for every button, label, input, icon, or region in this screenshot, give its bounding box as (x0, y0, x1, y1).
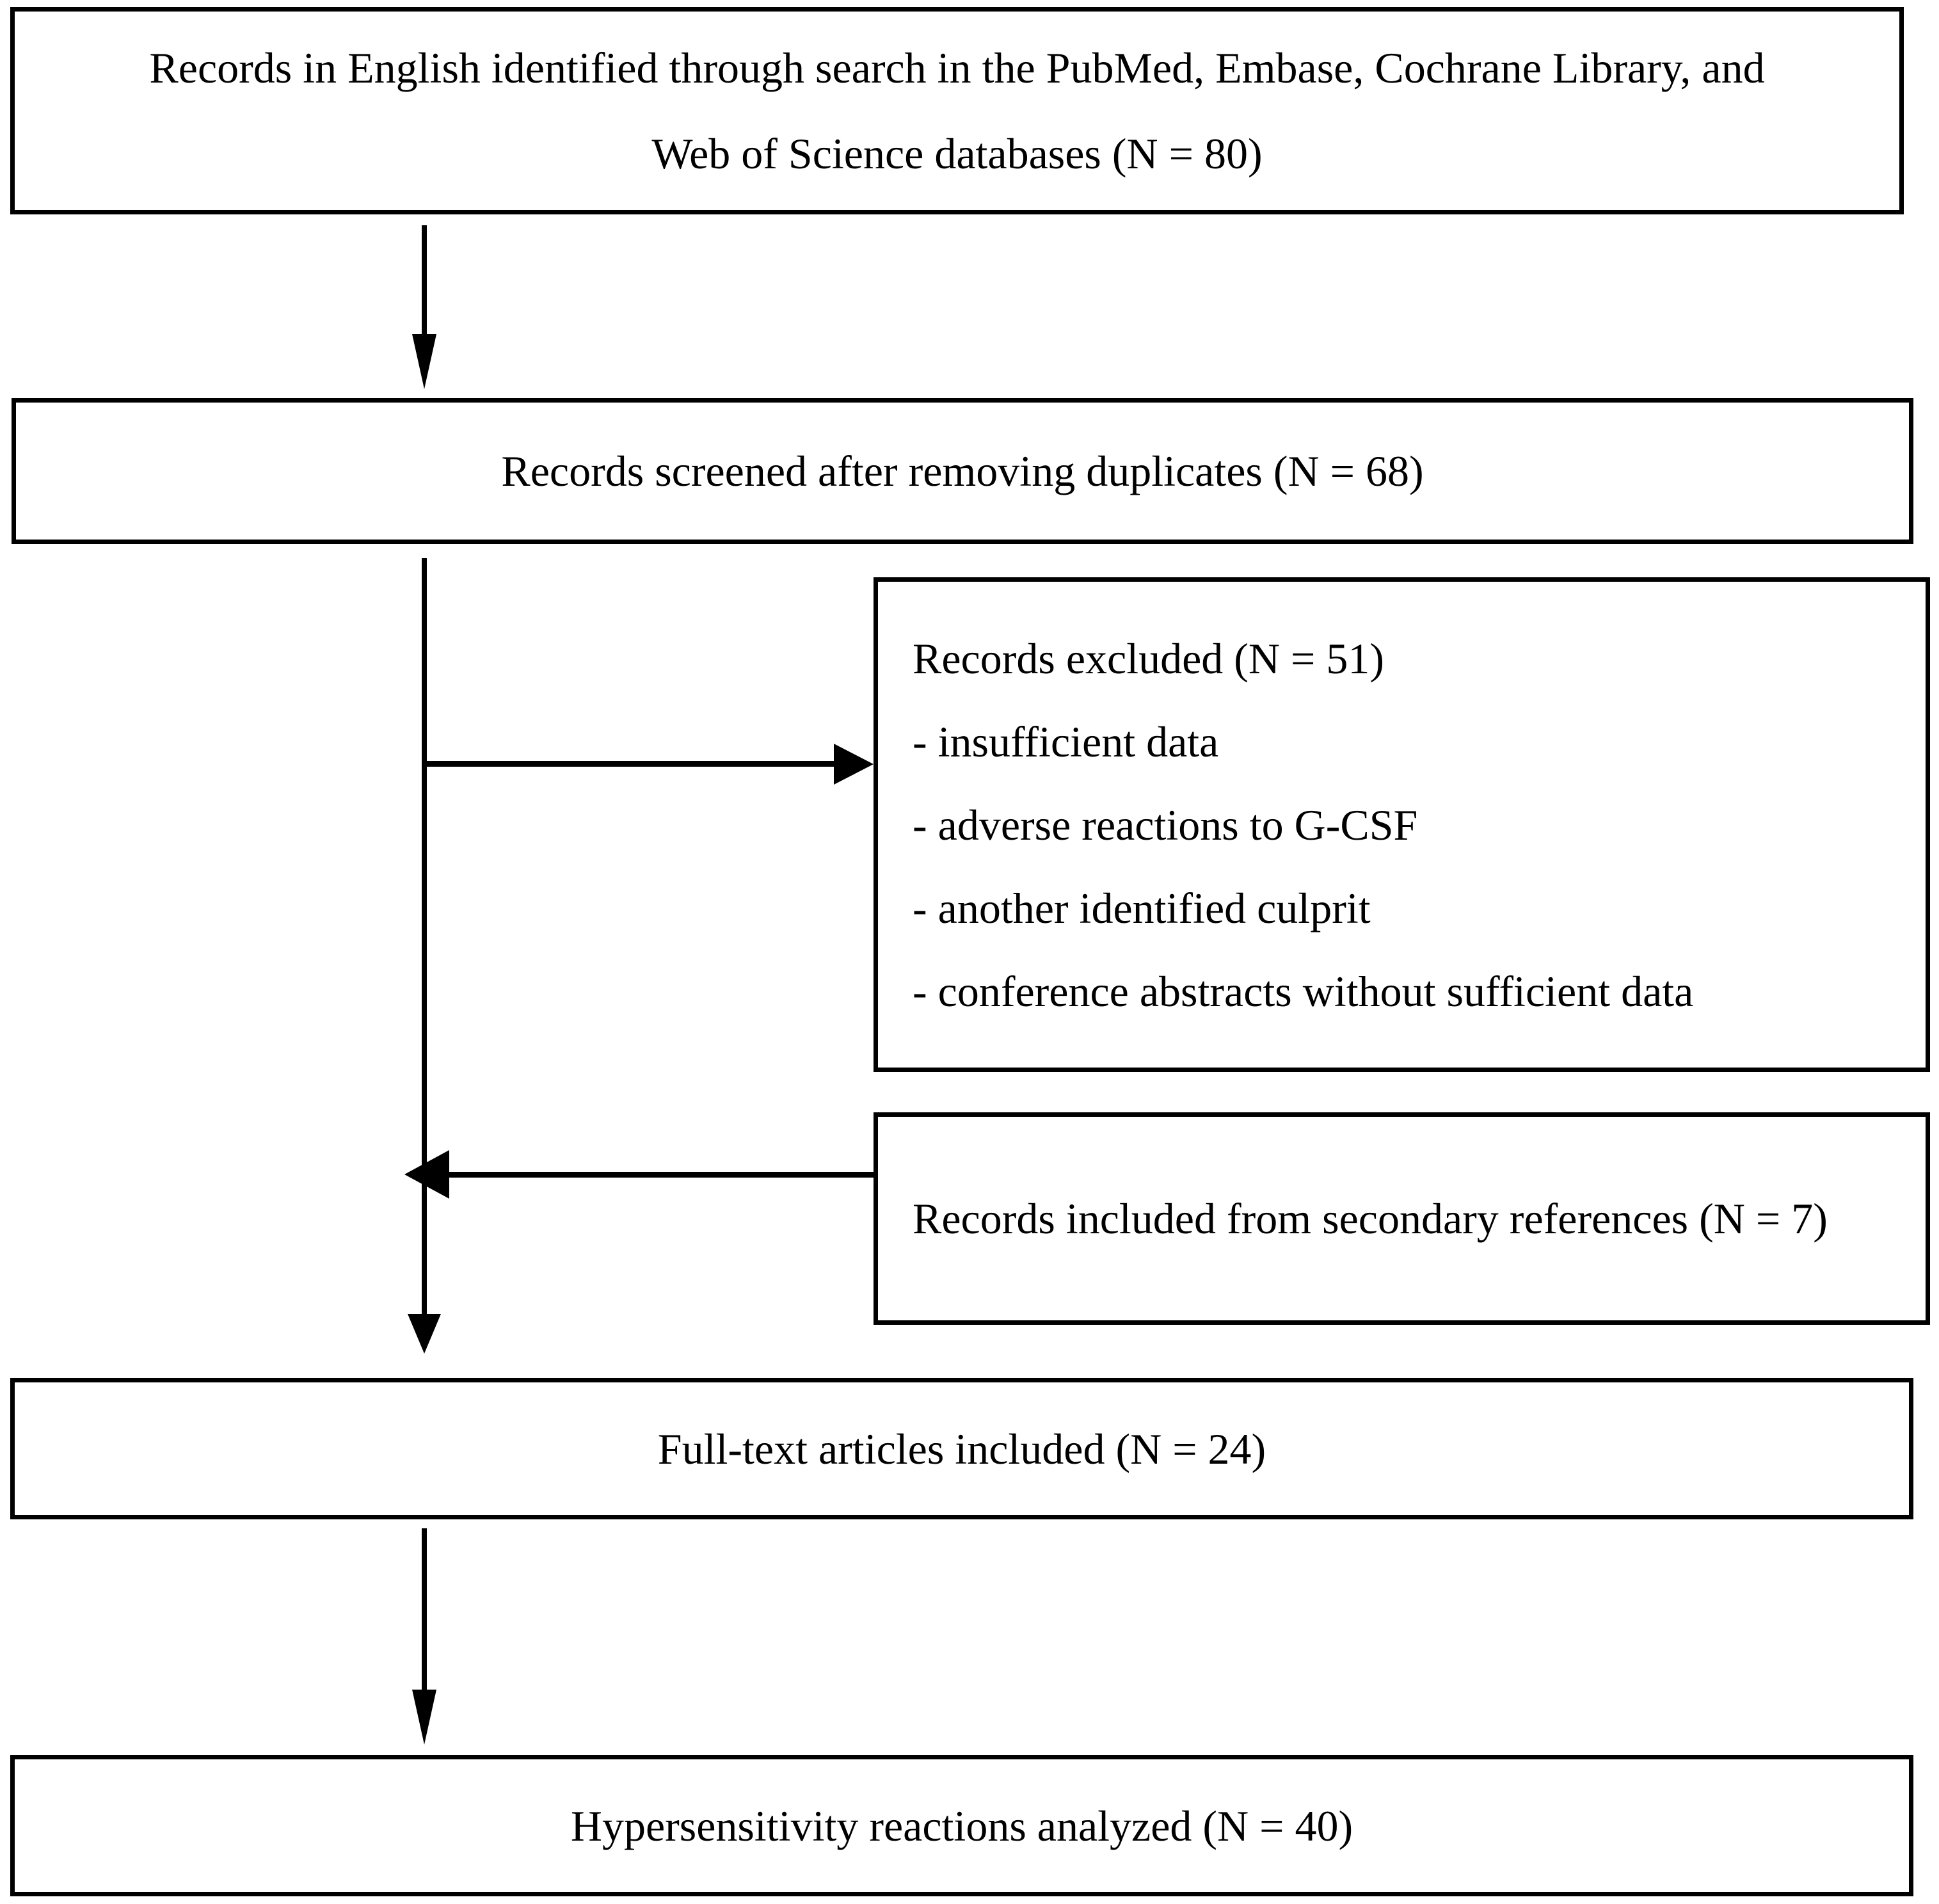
connector-fulltext-to-analyzed-arrowhead (412, 1690, 436, 1745)
box-hypersensitivity-reactions-analyzed-line-1: Hypersensitivity reactions analyzed (N =… (570, 1801, 1353, 1850)
box-records-secondary-references-line-1: Records included from secondary referenc… (913, 1194, 1828, 1243)
box-records-secondary-references: Records included from secondary referenc… (874, 1112, 1930, 1325)
connector-identified-to-screened-line (422, 225, 427, 353)
box-records-excluded-heading: Records excluded (N = 51) (913, 634, 1385, 683)
box-records-identified-line-2: Web of Science databases (N = 80) (651, 129, 1263, 178)
box-records-identified-line-1: Records in English identified through se… (149, 44, 1765, 92)
main-spine-line (422, 558, 427, 1326)
box-records-excluded: Records excluded (N = 51) - insufficient… (874, 577, 1930, 1072)
box-records-screened-line-1: Records screened after removing duplicat… (501, 447, 1424, 495)
box-records-excluded-reason-4: - conference abstracts without sufficien… (913, 966, 1694, 1016)
box-fulltext-articles-included-line-1: Full-text articles included (N = 24) (657, 1424, 1266, 1473)
connector-screened-to-excluded-line (424, 761, 837, 767)
box-records-identified: Records in English identified through se… (10, 7, 1904, 214)
main-spine-arrowhead (408, 1314, 441, 1354)
connector-secondary-to-spine-arrowhead (404, 1150, 449, 1199)
box-records-screened: Records screened after removing duplicat… (12, 398, 1913, 544)
connector-screened-to-excluded-arrowhead (834, 744, 874, 785)
box-records-excluded-reason-3: - another identified culprit (913, 883, 1371, 932)
box-records-excluded-reason-2: - adverse reactions to G-CSF (913, 800, 1418, 849)
connector-identified-to-screened-arrowhead (412, 334, 436, 389)
box-fulltext-articles-included: Full-text articles included (N = 24) (10, 1378, 1913, 1519)
box-hypersensitivity-reactions-analyzed: Hypersensitivity reactions analyzed (N =… (10, 1755, 1913, 1896)
box-records-excluded-reason-1: - insufficient data (913, 717, 1219, 766)
connector-secondary-to-spine-line (448, 1172, 874, 1178)
connector-fulltext-to-analyzed-line (422, 1528, 427, 1708)
